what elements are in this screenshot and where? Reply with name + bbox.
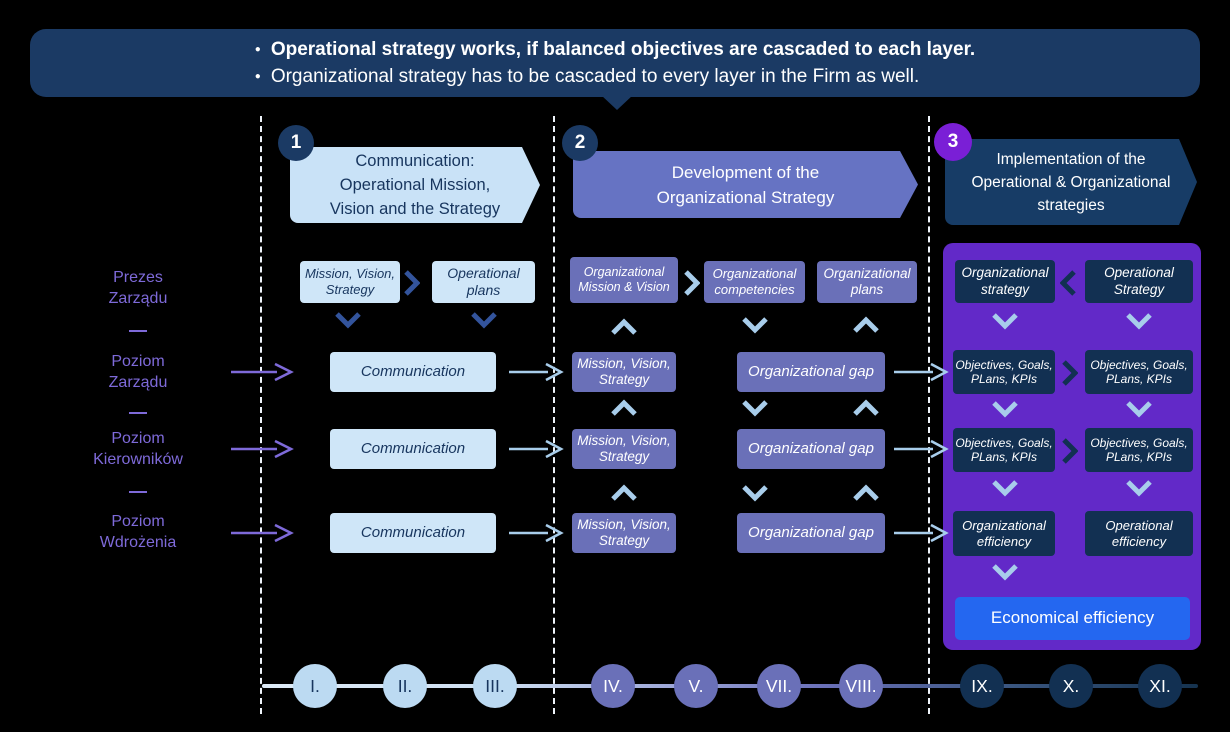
phase-2-header: Development of the Organizational Strate… [573, 151, 918, 218]
banner-bullet-line-2: ● Organizational strategy has to be casc… [255, 63, 975, 90]
arrow-right-icon [508, 438, 564, 460]
mission-vision-strategy-box: Mission, Vision, Strategy [300, 261, 400, 303]
operational-efficiency-box: Operational efficiency [1085, 511, 1193, 556]
arrow-right-icon [508, 361, 564, 383]
timeline-milestone: I. [293, 664, 337, 708]
mission-vision-strategy-box: Mission, Vision, Strategy [572, 352, 676, 392]
communication-box: Communication [330, 429, 496, 469]
row-label-prezes-zarzadu: Prezes Zarządu [108, 269, 168, 307]
communication-box: Communication [330, 352, 496, 392]
org-strategy-box: Organizational strategy [955, 260, 1055, 303]
mission-vision-strategy-box: Mission, Vision, Strategy [572, 513, 676, 553]
timeline-milestone: IV. [591, 664, 635, 708]
timeline-milestone: II. [383, 664, 427, 708]
org-plans-box: Organizational plans [817, 261, 917, 303]
row-label-poziom-wdrozenia: Poziom Wdrożenia [99, 513, 177, 551]
timeline-milestone: VII. [757, 664, 801, 708]
timeline-milestone: V. [674, 664, 718, 708]
chevron-up-icon [851, 484, 881, 502]
label-divider [129, 330, 147, 332]
banner-bullet-2-text: Organizational strategy has to be cascad… [270, 66, 920, 87]
chevron-down-icon [1124, 400, 1154, 418]
chevron-right-icon [1060, 358, 1079, 388]
phase-1-title: Communication: Operational Mission, Visi… [329, 152, 501, 218]
phase-1-number: 1 [278, 125, 314, 161]
chevron-down-icon [990, 563, 1020, 581]
row-label-poziom-zarzadu: Poziom Zarządu [108, 353, 168, 391]
arrow-right-icon [230, 438, 294, 460]
timeline-line [262, 684, 1198, 688]
row-label-poziom-kierownikow: Poziom Kierowników [93, 430, 183, 468]
arrow-right-icon [230, 522, 294, 544]
timeline-milestone: X. [1049, 664, 1093, 708]
label-divider [129, 412, 147, 414]
label-divider [129, 491, 147, 493]
arrow-right-icon [893, 361, 949, 383]
chevron-up-icon [609, 399, 639, 417]
chevron-up-icon [851, 316, 881, 334]
chevron-down-icon [1124, 312, 1154, 330]
phase-3-title: Implementation of the Operational & Orga… [971, 150, 1171, 214]
arrow-right-icon [508, 522, 564, 544]
org-efficiency-box: Organizational efficiency [953, 511, 1055, 556]
objectives-box: Objectives, Goals, PLans, KPIs [953, 350, 1055, 394]
key-messages-banner: ● Operational strategy works, if balance… [30, 29, 1200, 97]
chevron-right-icon [1060, 436, 1079, 466]
chevron-right-icon [682, 268, 701, 298]
phase-3-header: Implementation of the Operational & Orga… [945, 139, 1197, 225]
chevron-down-icon [740, 484, 770, 502]
chevron-down-icon [740, 316, 770, 334]
bullet-icon: ● [254, 44, 261, 55]
phase-3-number: 3 [934, 123, 972, 161]
operational-strategy-box: Operational Strategy [1085, 260, 1193, 303]
org-gap-box: Organizational gap [737, 513, 885, 553]
communication-box: Communication [330, 513, 496, 553]
chevron-down-icon [990, 479, 1020, 497]
operational-plans-box: Operational plans [432, 261, 535, 303]
chevron-down-icon [740, 399, 770, 417]
chevron-right-icon [402, 268, 421, 298]
phase-2-title: Development of the Organizational Strate… [656, 162, 835, 207]
objectives-box: Objectives, Goals, PLans, KPIs [1085, 428, 1193, 472]
org-gap-box: Organizational gap [737, 429, 885, 469]
chevron-up-icon [609, 484, 639, 502]
timeline-milestone: IX. [960, 664, 1004, 708]
chevron-down-icon [990, 312, 1020, 330]
org-competencies-box: Organizational competencies [704, 261, 805, 303]
banner-pointer-icon [601, 95, 633, 110]
phase-divider-line-2 [553, 116, 555, 714]
arrow-right-icon [230, 361, 294, 383]
mission-vision-strategy-box: Mission, Vision, Strategy [572, 429, 676, 469]
banner-bullet-1-text: Operational strategy works, if balanced … [270, 39, 976, 60]
bullet-icon: ● [254, 71, 261, 82]
phase-2-number: 2 [562, 125, 598, 161]
timeline-milestone: III. [473, 664, 517, 708]
chevron-down-icon [1124, 479, 1154, 497]
timeline-milestone: XI. [1138, 664, 1182, 708]
chevron-down-icon [333, 311, 363, 329]
phase-1-header: Communication: Operational Mission, Visi… [290, 147, 540, 223]
objectives-box: Objectives, Goals, PLans, KPIs [953, 428, 1055, 472]
objectives-box: Objectives, Goals, PLans, KPIs [1085, 350, 1193, 394]
phase-divider-line-3 [928, 116, 930, 714]
chevron-down-icon [990, 400, 1020, 418]
timeline-milestone: VIII. [839, 664, 883, 708]
chevron-down-icon [469, 311, 499, 329]
org-mission-vision-box: Organizational Mission & Vision [570, 257, 678, 303]
economical-efficiency-box: Economical efficiency [955, 597, 1190, 640]
chevron-up-icon [851, 399, 881, 417]
arrow-right-icon [893, 522, 949, 544]
banner-bullet-line-1: ● Operational strategy works, if balance… [255, 36, 975, 63]
phase-divider-line-1 [260, 116, 262, 714]
banner-text-block: ● Operational strategy works, if balance… [255, 36, 975, 90]
chevron-left-icon [1059, 268, 1078, 298]
org-gap-box: Organizational gap [737, 352, 885, 392]
arrow-right-icon [893, 438, 949, 460]
chevron-up-icon [609, 318, 639, 336]
